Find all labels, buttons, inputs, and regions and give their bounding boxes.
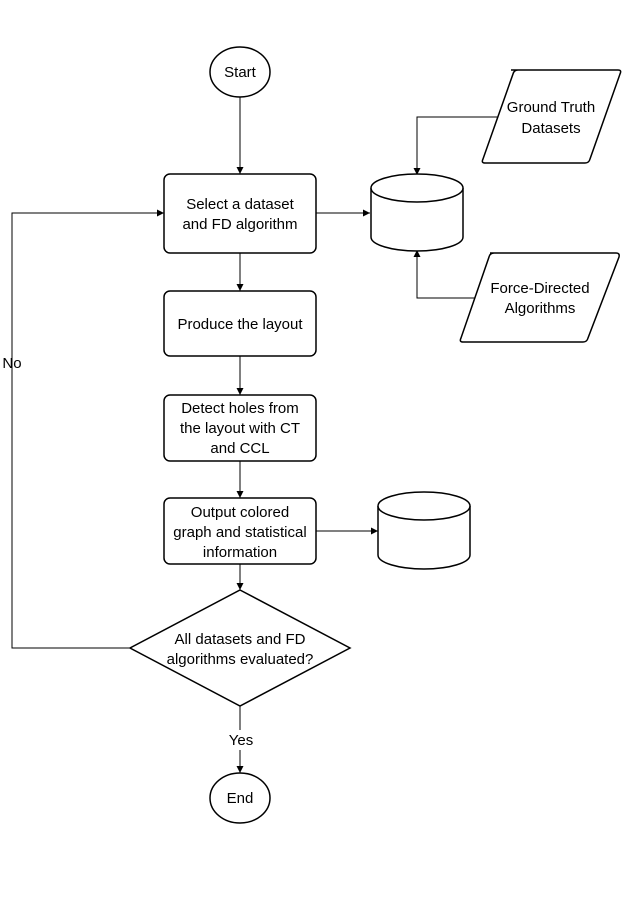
output-storage-cylinder	[377, 491, 471, 570]
ground-truth-node: Ground Truth Datasets	[481, 69, 622, 164]
edge-ground-truth-to-database	[413, 116, 499, 175]
yes-label: Yes	[229, 732, 253, 749]
edges	[11, 97, 499, 773]
output-storage-cylinder-body	[377, 506, 471, 570]
no-label: No	[2, 355, 21, 372]
output-label-line-1: Output colored	[191, 504, 289, 521]
database-cylinder-top	[370, 173, 464, 203]
select-label-line-1: Select a dataset	[186, 196, 294, 213]
end-node: End	[209, 772, 271, 824]
database-cylinder	[370, 173, 464, 252]
decision-label-line-2: algorithms evaluated?	[167, 651, 314, 668]
select-node: Select a dataset and FD algorithm	[163, 173, 317, 254]
decision-diamond	[128, 589, 352, 707]
detect-node: Detect holes from the layout with CT and…	[163, 394, 317, 462]
force-directed-node: Force-Directed Algorithms	[459, 252, 620, 343]
edge-decision-no-loop	[11, 209, 164, 649]
detect-label-line-2: the layout with CT	[180, 420, 300, 437]
end-ellipse	[209, 772, 271, 824]
decision-node: All datasets and FD algorithms evaluated…	[128, 589, 352, 707]
start-label: Start	[224, 64, 257, 81]
detect-label-line-1: Detect holes from	[181, 400, 299, 417]
produce-label: Produce the layout	[177, 316, 303, 333]
database-cylinder-body	[370, 188, 464, 252]
end-label: End	[227, 790, 254, 807]
ground-truth-label-line-2: Datasets	[521, 120, 580, 137]
select-label-line-2: and FD algorithm	[182, 216, 297, 233]
output-box	[163, 497, 317, 565]
select-box	[163, 173, 317, 254]
output-node: Output colored graph and statistical inf…	[163, 497, 317, 565]
edge-force-directed-to-database	[413, 250, 482, 299]
ground-truth-parallelogram	[481, 69, 622, 164]
force-directed-parallelogram	[459, 252, 620, 343]
produce-box	[163, 290, 317, 357]
force-directed-label-line-2: Algorithms	[505, 300, 576, 317]
detect-box	[163, 394, 317, 462]
detect-label-line-3: and CCL	[210, 440, 269, 457]
force-directed-label-line-1: Force-Directed	[490, 280, 589, 297]
output-label-line-2: graph and statistical	[173, 524, 306, 541]
produce-node: Produce the layout	[163, 290, 317, 357]
ground-truth-label-line-1: Ground Truth	[507, 99, 595, 116]
start-ellipse	[209, 46, 271, 98]
decision-label-line-1: All datasets and FD	[175, 631, 306, 648]
start-node: Start	[209, 46, 271, 98]
output-storage-cylinder-top	[377, 491, 471, 521]
output-label-line-3: information	[203, 544, 277, 561]
